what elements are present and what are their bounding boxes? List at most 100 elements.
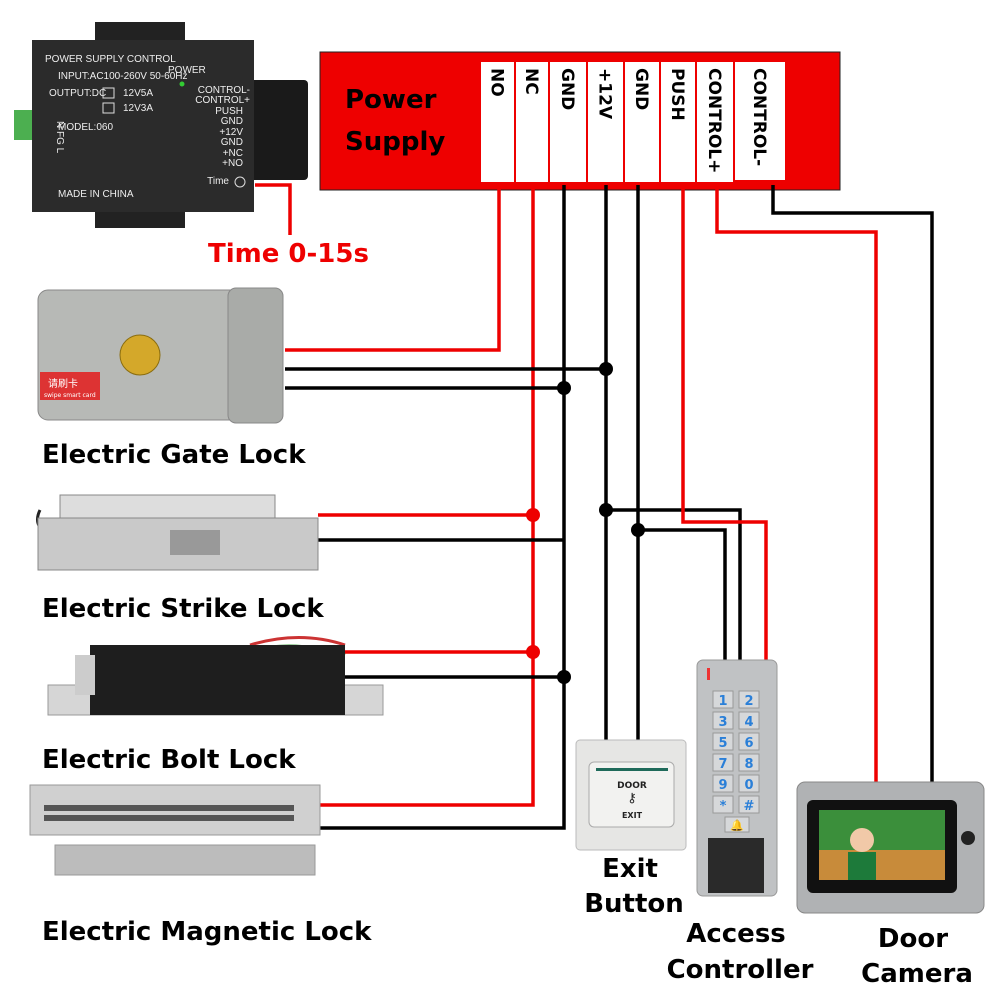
terminal-label-no: NO	[487, 68, 507, 97]
keypad-key[interactable]	[712, 774, 734, 793]
exit-button-image: DOOR ⚷ EXIT	[575, 739, 687, 851]
camera-lens-icon	[961, 831, 975, 845]
keypad-key[interactable]	[738, 753, 760, 772]
device-option-3a: 12V3A	[123, 103, 153, 114]
terminal-label-push: PUSH	[667, 68, 687, 121]
device-power-label: POWER	[168, 65, 206, 76]
keypad-key-label: 9	[718, 778, 727, 793]
exit-plate-exit: EXIT	[622, 811, 643, 820]
keypad-key[interactable]	[738, 774, 760, 793]
keypad-key-label: 6	[744, 736, 753, 751]
magnetic-lock-label: Electric Magnetic Lock	[42, 917, 372, 947]
door-camera-image	[796, 781, 985, 914]
terminal-block-title-2: Supply	[345, 127, 445, 157]
keypad-key-label: 2	[744, 694, 753, 709]
wires	[255, 183, 934, 830]
wire-control-plus	[715, 185, 878, 782]
device-terminal-label: +NC	[223, 148, 243, 159]
time-label: Time 0-15s	[208, 239, 369, 269]
keypad-key-label: *	[720, 799, 727, 814]
terminal-cell	[481, 62, 514, 182]
keypad-key[interactable]	[712, 795, 734, 814]
device-terminal-label: CONTROL-	[198, 85, 250, 96]
wire-nc	[318, 185, 535, 807]
terminal-label-gnd: GND	[631, 68, 651, 110]
wire-no	[285, 185, 501, 352]
keypad-key[interactable]	[712, 732, 734, 751]
power-supply-device: POWER SUPPLY CONTROL INPUT:AC100-260V 50…	[14, 22, 308, 228]
terminal-label-nc: NC	[521, 68, 541, 95]
gate-lock-label: Electric Gate Lock	[42, 440, 306, 470]
keypad-key[interactable]	[738, 795, 760, 814]
device-terminal-labels: CONTROL- CONTROL+ PUSH GND +12V GND +NC …	[195, 85, 250, 187]
wire-gnd2-controller	[638, 528, 727, 660]
gate-lock-sticker-sub: swipe smart card	[44, 392, 96, 399]
device-option-5a: 12V5A	[123, 88, 153, 99]
device-terminal-label: GND	[221, 137, 243, 148]
junction-dot	[557, 381, 571, 395]
keypad-key[interactable]	[712, 753, 734, 772]
exit-plate-door: DOOR	[617, 781, 647, 791]
keypad-key[interactable]	[712, 690, 734, 709]
strike-lock-label: Electric Strike Lock	[42, 594, 324, 624]
device-ac-terminals: N FG L	[54, 121, 65, 154]
wire-control-minus	[771, 185, 934, 782]
device-made-in: MADE IN CHINA	[58, 189, 134, 200]
keypad-key[interactable]	[738, 690, 760, 709]
keypad-key[interactable]	[738, 711, 760, 730]
terminal-label-control-: CONTROL-	[749, 68, 769, 166]
device-terminal-label: CONTROL+	[195, 95, 250, 106]
junction-dot	[599, 362, 613, 376]
terminal-cell	[661, 62, 695, 182]
bolt-lock-image	[47, 636, 384, 716]
keypad-key[interactable]	[712, 711, 734, 730]
power-led-icon	[179, 81, 185, 87]
device-terminal-label: +NO	[222, 158, 243, 169]
junction-dot	[557, 670, 571, 684]
terminal-cell	[516, 62, 548, 182]
keypad-key-label: 4	[744, 715, 753, 730]
terminal-cell	[735, 62, 785, 180]
device-title: POWER SUPPLY CONTROL	[45, 54, 176, 65]
exit-button-label-1: Exit	[602, 854, 658, 884]
terminal-cell	[550, 62, 586, 182]
gate-lock-image: 请刷卡 swipe smart card	[37, 287, 284, 424]
access-controller-label-1: Access	[686, 919, 786, 949]
keypad-key-label: #	[744, 799, 755, 814]
magnetic-lock-image	[29, 784, 321, 876]
keypad-key-label: 3	[718, 715, 727, 730]
keypad-key-label: 5	[718, 736, 727, 751]
gate-lock-sticker: 请刷卡	[48, 377, 78, 390]
keypad-key[interactable]	[738, 732, 760, 751]
access-controller-label-2: Controller	[667, 955, 814, 985]
keypad-key-label: 0	[744, 778, 753, 793]
key-icon: ⚷	[627, 791, 637, 806]
terminal-block-title-1: Power	[345, 85, 437, 115]
junction-dot	[526, 508, 540, 522]
keypad-key-label: 7	[718, 757, 727, 772]
junction-dot	[526, 645, 540, 659]
device-terminal-label: PUSH	[215, 106, 243, 117]
checkbox-3a-icon	[102, 102, 115, 114]
wire-push	[681, 185, 768, 660]
wire-gnd	[318, 185, 566, 830]
time-knob-icon[interactable]	[234, 176, 246, 188]
device-terminal-label: GND	[221, 116, 243, 127]
bolt-lock-label: Electric Bolt Lock	[42, 745, 296, 775]
device-time-label: Time	[207, 176, 229, 187]
terminal-cell	[625, 62, 659, 182]
junction-dot	[599, 503, 613, 517]
device-output: OUTPUT:DC	[49, 88, 106, 99]
device-input: INPUT:AC100-260V 50-60Hz	[58, 71, 188, 82]
terminal-label--12v: +12V	[595, 68, 615, 120]
keypad-key-label: 1	[718, 694, 727, 709]
junction-dot	[631, 523, 645, 537]
wire-time	[255, 183, 292, 235]
checkbox-5a-icon	[102, 87, 115, 99]
device-terminal-label: +12V	[219, 127, 243, 138]
keypad-key-label: 8	[744, 757, 753, 772]
door-camera-label-2: Camera	[861, 959, 973, 989]
